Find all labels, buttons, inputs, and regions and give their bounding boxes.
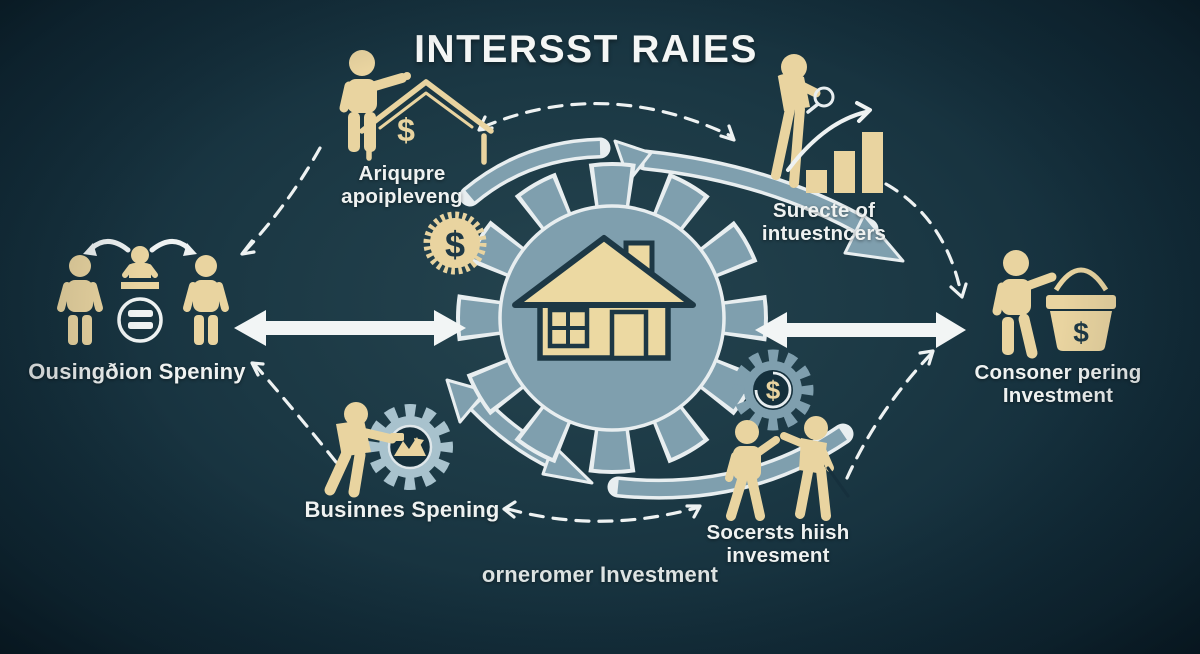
consumer-person-icon: [992, 250, 1057, 359]
label-top-right: Surecte of intuestncers: [762, 199, 886, 245]
label-top-right-line2: intuestncers: [761, 222, 887, 245]
mini-person-icon: [121, 246, 159, 289]
label-bottom-center: orneromer Investment: [481, 562, 719, 587]
label-bottom-right: Socersts hiish invesment: [707, 521, 850, 567]
house-outline-icon: [359, 79, 494, 165]
equals-badge-icon: [117, 297, 163, 343]
label-right: Consoner pering Investment: [974, 361, 1141, 407]
person-left-icon: [57, 255, 103, 345]
label-bottom-right-line1: Socersts hiish: [706, 521, 850, 544]
coin-dollar-text: $: [445, 224, 465, 265]
label-right-line1: Consoner pering: [974, 361, 1142, 384]
label-bottom-right-line2: invesment: [726, 544, 830, 567]
house-dollar-text: $: [397, 112, 415, 148]
analyst-person-icon: [771, 54, 821, 188]
dollar-gear-icon: $: [732, 349, 814, 431]
label-right-line2: Investment: [1002, 384, 1114, 407]
bucket-icon: $: [1046, 267, 1116, 351]
label-top-left-line2: apoipleveng: [341, 185, 463, 208]
label-left: Ousingðion Speniny: [28, 359, 246, 384]
declining-gear-icon: [367, 404, 453, 490]
right-flow-arrow: [755, 312, 966, 348]
growth-bars-icon: [806, 132, 883, 193]
label-top-left-line1: Ariqupre: [358, 162, 446, 185]
gear-dollar-text: $: [766, 375, 781, 405]
person-right-icon: [183, 255, 229, 345]
page-title: INTERSST RAIES: [414, 28, 758, 71]
label-top-left: Ariqupre apoipleveng: [341, 162, 463, 208]
bucket-dollar-text: $: [1073, 317, 1089, 348]
left-flow-arrow: [234, 310, 466, 346]
label-top-right-line1: Surecte of: [772, 199, 876, 222]
label-bottom-left: Businnes Spening: [304, 497, 500, 522]
